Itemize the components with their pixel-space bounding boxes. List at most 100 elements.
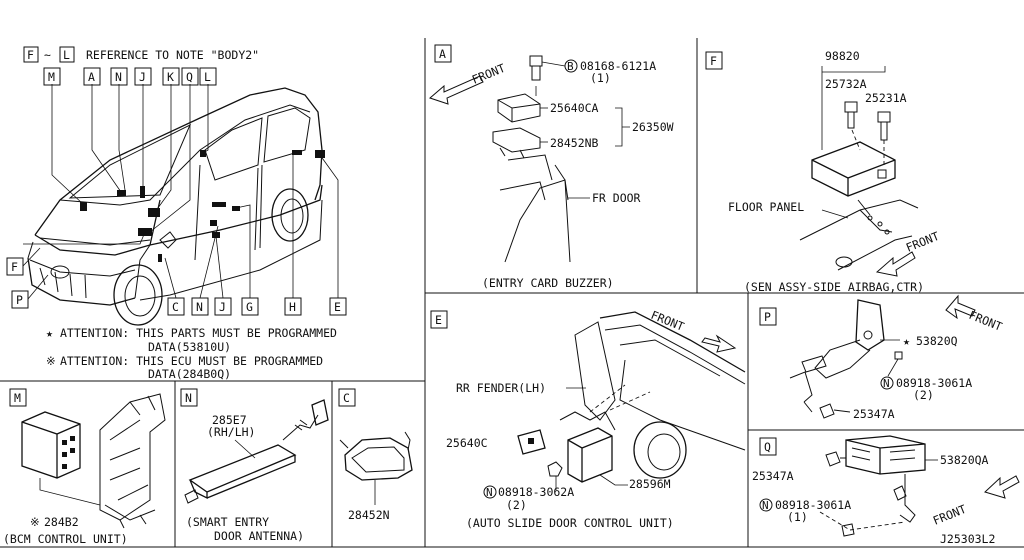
connector-icon bbox=[311, 399, 329, 426]
panel-e-letter-box bbox=[430, 310, 448, 329]
panel-f-part-1: 25732A bbox=[825, 77, 867, 91]
reference-from-box bbox=[23, 46, 39, 63]
panel-m-part-mark: ※ bbox=[30, 515, 40, 529]
panel-n-caption-2: DOOR ANTENNA) bbox=[214, 529, 304, 543]
panel-p-nut-qty: (2) bbox=[913, 388, 934, 402]
panel-e-nut-part: 08918-3062A bbox=[498, 485, 574, 499]
panel-q-nut-qty: (1) bbox=[787, 510, 808, 524]
panel-f-letter: F bbox=[710, 54, 717, 68]
panel-e-part-1: 25640C bbox=[446, 436, 488, 450]
panel-q-part-1: 25347A bbox=[752, 469, 794, 483]
panel-f-caption: (SEN ASSY-SIDE AIRBAG,CTR) bbox=[744, 280, 924, 294]
panel-p-nut-n: N bbox=[883, 377, 890, 390]
callout-top-label-5: Q bbox=[186, 70, 193, 84]
callout-bottom-label-3: G bbox=[246, 300, 253, 314]
reference-from: F bbox=[27, 48, 34, 62]
reference-text: REFERENCE TO NOTE "BODY2" bbox=[86, 48, 259, 62]
height-sensor-icon bbox=[855, 299, 885, 351]
panel-a-letter-box bbox=[434, 44, 452, 63]
bolt-icon bbox=[877, 111, 891, 141]
panel-a-letter: A bbox=[439, 47, 446, 61]
callout-p-box[interactable] bbox=[11, 290, 29, 309]
panel-p-letter: P bbox=[764, 310, 771, 324]
bracket-icon bbox=[492, 127, 541, 159]
panel-e: E FRONT RR FENDER(LH) 25640C N 08918-306… bbox=[430, 308, 746, 530]
panel-p-letter-box bbox=[759, 307, 777, 326]
panel-dividers bbox=[0, 38, 1024, 548]
panel-a-part-2: 28452NB bbox=[550, 136, 599, 150]
attention-1-mark: ★ bbox=[46, 326, 53, 340]
callout-f-box[interactable] bbox=[6, 257, 24, 276]
panel-a-bolt-b: B bbox=[567, 60, 574, 73]
panel-m: M ※ 284B2 (BCM CONTROL UNIT) bbox=[3, 388, 166, 546]
panel-e-nut-qty: (2) bbox=[506, 498, 527, 512]
callout-top-label-2: N bbox=[115, 70, 122, 84]
panel-c-part: 28452N bbox=[348, 508, 390, 522]
callout-p: P bbox=[16, 293, 23, 307]
panel-p-front: FRONT bbox=[967, 308, 1004, 334]
panel-q-letter: Q bbox=[764, 440, 771, 454]
panel-e-fender: RR FENDER(LH) bbox=[456, 381, 546, 395]
door-outline bbox=[499, 154, 571, 263]
panel-a-bolt-qty: (1) bbox=[590, 71, 611, 85]
panel-c: C 28452N bbox=[338, 388, 413, 522]
attention-2-line1: ATTENTION: THIS ECU MUST BE PROGRAMMED bbox=[60, 354, 323, 368]
callout-bottom-label-4: H bbox=[289, 300, 296, 314]
callout-top-label-3: J bbox=[139, 70, 146, 84]
panel-m-caption: (BCM CONTROL UNIT) bbox=[3, 532, 128, 546]
panel-n: N 285E7 (RH/LH) (SMART ENTRY DOOR ANTENN… bbox=[180, 388, 329, 543]
nut-n-circle bbox=[483, 485, 497, 499]
panel-n-side: (RH/LH) bbox=[207, 425, 255, 439]
panel-f-floor-label: FLOOR PANEL bbox=[728, 200, 804, 214]
fender-trim bbox=[574, 321, 616, 421]
panel-a-caption: (ENTRY CARD BUZZER) bbox=[482, 276, 614, 290]
panel-a: A FRONT B 08168-6121A (1) 25640CA 28452N… bbox=[429, 44, 674, 290]
panel-f: F 98820 25732A 25231A FLOOR PANEL FRONT … bbox=[705, 49, 941, 294]
callout-top-label-4: K bbox=[167, 70, 174, 84]
panel-p-part-1: 53820Q bbox=[916, 334, 958, 348]
panel-n-caption-1: (SMART ENTRY bbox=[186, 515, 269, 529]
height-sensor-icon bbox=[845, 435, 926, 475]
nut-icon bbox=[894, 351, 903, 360]
panel-q-part-2: 53820QA bbox=[940, 453, 989, 467]
panel-f-part-2: 25231A bbox=[865, 91, 907, 105]
reference-to-box bbox=[59, 46, 75, 63]
attention-2-mark: ※ bbox=[46, 354, 56, 368]
panel-e-nut-n: N bbox=[486, 486, 493, 499]
attention-1-line1: ATTENTION: THIS PARTS MUST BE PROGRAMMED bbox=[60, 326, 337, 340]
panel-m-letter-box bbox=[9, 388, 27, 407]
diagram-id: J25303L2 bbox=[940, 532, 995, 546]
vehicle-illustration bbox=[22, 84, 339, 326]
panel-n-letter: N bbox=[185, 391, 192, 405]
panel-e-front: FRONT bbox=[649, 308, 686, 334]
front-arrow-icon bbox=[984, 475, 1020, 499]
bracket-icon bbox=[344, 437, 413, 481]
panel-e-caption: (AUTO SLIDE DOOR CONTROL UNIT) bbox=[466, 516, 674, 530]
nut-icon bbox=[547, 461, 563, 477]
panel-q-nut-part: 08918-3061A bbox=[775, 498, 851, 512]
attention-2-line2: DATA(284B0Q) bbox=[148, 367, 231, 381]
panel-p: P FRONT ★ 53820Q N 08918-3061A (2) 25347… bbox=[759, 294, 1004, 421]
bcm-unit-icon bbox=[21, 411, 81, 479]
nut-n-circle bbox=[880, 376, 894, 390]
panel-c-letter-box bbox=[338, 388, 356, 407]
panel-q-nut-n: N bbox=[762, 499, 769, 512]
module-icon bbox=[517, 429, 546, 455]
panel-e-letter: E bbox=[435, 313, 442, 327]
bcm-bracket-icon bbox=[99, 393, 166, 521]
reference-tilde: ~ bbox=[44, 48, 51, 62]
panel-f-letter-box bbox=[705, 51, 723, 70]
front-arrow-icon bbox=[429, 75, 484, 105]
panel-a-part-1: 25640CA bbox=[550, 101, 599, 115]
panel-q-front: FRONT bbox=[931, 502, 968, 528]
bolt-icon bbox=[529, 55, 543, 81]
bolt-icon bbox=[844, 101, 858, 129]
callout-top-label-6: L bbox=[204, 70, 211, 84]
buzzer-icon bbox=[497, 93, 541, 123]
panel-m-letter: M bbox=[14, 391, 21, 405]
callout-bottom-label-2: J bbox=[219, 300, 226, 314]
